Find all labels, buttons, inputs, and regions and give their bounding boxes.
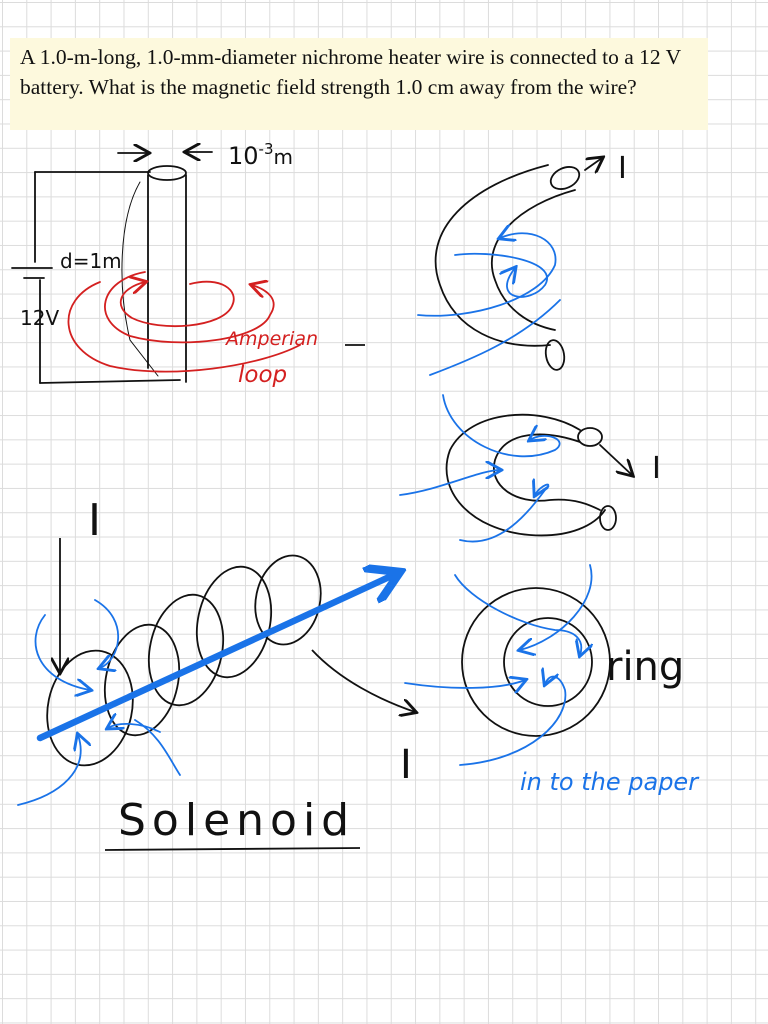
diameter-label: 10-3m bbox=[228, 140, 293, 170]
coil-top-opening bbox=[577, 427, 603, 447]
solenoid-turn-3 bbox=[148, 593, 224, 707]
wire-cylinder-top bbox=[147, 165, 187, 181]
solenoid-field-axis-arrow bbox=[36, 572, 400, 742]
tube-outer-edge bbox=[434, 164, 551, 347]
solenoid-field-lines bbox=[17, 599, 181, 806]
tube-field-lines bbox=[417, 233, 561, 376]
tube-current-arrow bbox=[584, 158, 602, 170]
ring-inner-circle bbox=[503, 617, 593, 707]
amperian-label-line2: loop bbox=[238, 362, 287, 388]
solenoid-turn-1 bbox=[46, 649, 134, 767]
solenoid-turn-2 bbox=[104, 623, 180, 737]
tube-bottom-opening bbox=[544, 339, 566, 371]
amperian-loop-inner bbox=[120, 282, 235, 328]
coil-current-arrow bbox=[599, 444, 632, 475]
circuit-wire-bottom bbox=[39, 379, 181, 384]
wire-circuit-diagram bbox=[11, 152, 213, 384]
amperian-label-line1: Amperian bbox=[224, 328, 318, 350]
tube-top-opening bbox=[549, 166, 581, 190]
curved-tube-diagram bbox=[434, 158, 602, 371]
problem-text: A 1.0-m-long, 1.0-mm-diameter nichrome h… bbox=[20, 45, 681, 99]
amperian-loop-middle bbox=[104, 271, 275, 344]
current-label-tube: I bbox=[618, 151, 627, 186]
solenoid-label-underline bbox=[104, 847, 361, 851]
coil-field-lines bbox=[399, 394, 561, 543]
tube-inner-edge bbox=[490, 189, 576, 331]
current-label-solenoid-in: I bbox=[88, 495, 101, 546]
current-label-coil: I bbox=[652, 451, 661, 486]
solenoid-label: Solenoid bbox=[118, 795, 355, 846]
handwritten-labels: 10-3m d=1m 12V Amperian loop I I I I Sol… bbox=[20, 140, 700, 846]
length-label: d=1m bbox=[60, 249, 122, 273]
ring-field-lines bbox=[404, 564, 592, 766]
problem-statement-box: A 1.0-m-long, 1.0-mm-diameter nichrome h… bbox=[10, 38, 708, 130]
ring-label: ring bbox=[606, 644, 684, 690]
coil-bottom-opening bbox=[599, 505, 617, 531]
ring-outer-circle bbox=[461, 587, 611, 737]
amperian-loop-outer bbox=[67, 281, 301, 373]
ring-diagram bbox=[461, 587, 611, 737]
voltage-label: 12V bbox=[20, 306, 59, 330]
coil-outer-edge bbox=[445, 413, 606, 537]
perspective-line bbox=[121, 181, 159, 377]
into-paper-label: in to the paper bbox=[520, 768, 700, 796]
amperian-loops bbox=[67, 271, 301, 373]
current-label-solenoid-out: I bbox=[400, 742, 412, 788]
solenoid-current-out-arrow bbox=[311, 649, 415, 712]
